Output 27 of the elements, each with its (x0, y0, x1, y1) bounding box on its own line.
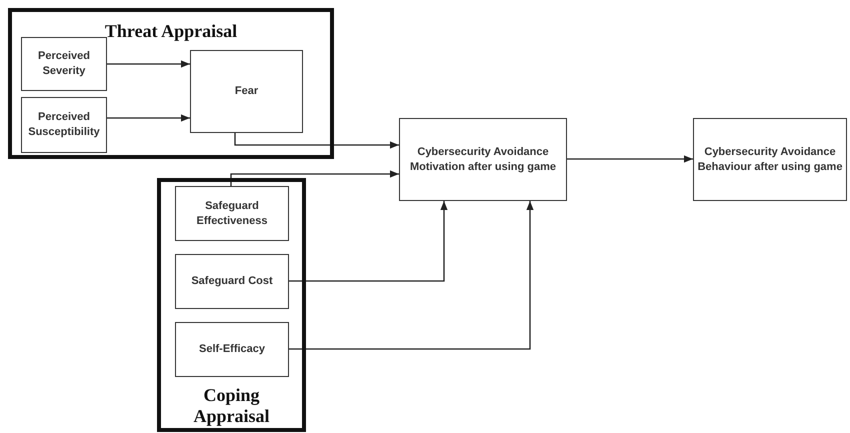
box-label: Fear (234, 84, 260, 99)
group-frame (8, 8, 334, 159)
process-box (21, 97, 107, 153)
arrow (289, 201, 448, 282)
box-label: Cybersecurity Avoidance Motivation after using game (408, 144, 558, 174)
arrow (567, 155, 693, 163)
group-title: Threat Appraisal (104, 21, 238, 42)
process-box (21, 37, 107, 91)
arrow (234, 133, 399, 149)
process-box (190, 50, 303, 133)
box-label: Perceived Susceptibility (27, 110, 101, 140)
process-box (175, 186, 289, 241)
box-label: Self-Efficacy (198, 342, 266, 357)
box-label: Safeguard Effectiveness (196, 198, 268, 228)
group-title: Coping Appraisal (192, 385, 271, 426)
process-box (399, 118, 567, 201)
box-label: Cybersecurity Avoidance Behaviour after using game (696, 144, 844, 174)
arrow (289, 201, 534, 350)
process-box (175, 254, 289, 309)
process-box (175, 322, 289, 377)
box-label: Safeguard Cost (190, 274, 274, 289)
arrow (230, 170, 399, 186)
process-box (693, 118, 847, 201)
group-frame (157, 178, 306, 432)
box-label: Perceived Severity (37, 49, 91, 79)
arrow (107, 114, 190, 122)
arrow (107, 60, 190, 68)
